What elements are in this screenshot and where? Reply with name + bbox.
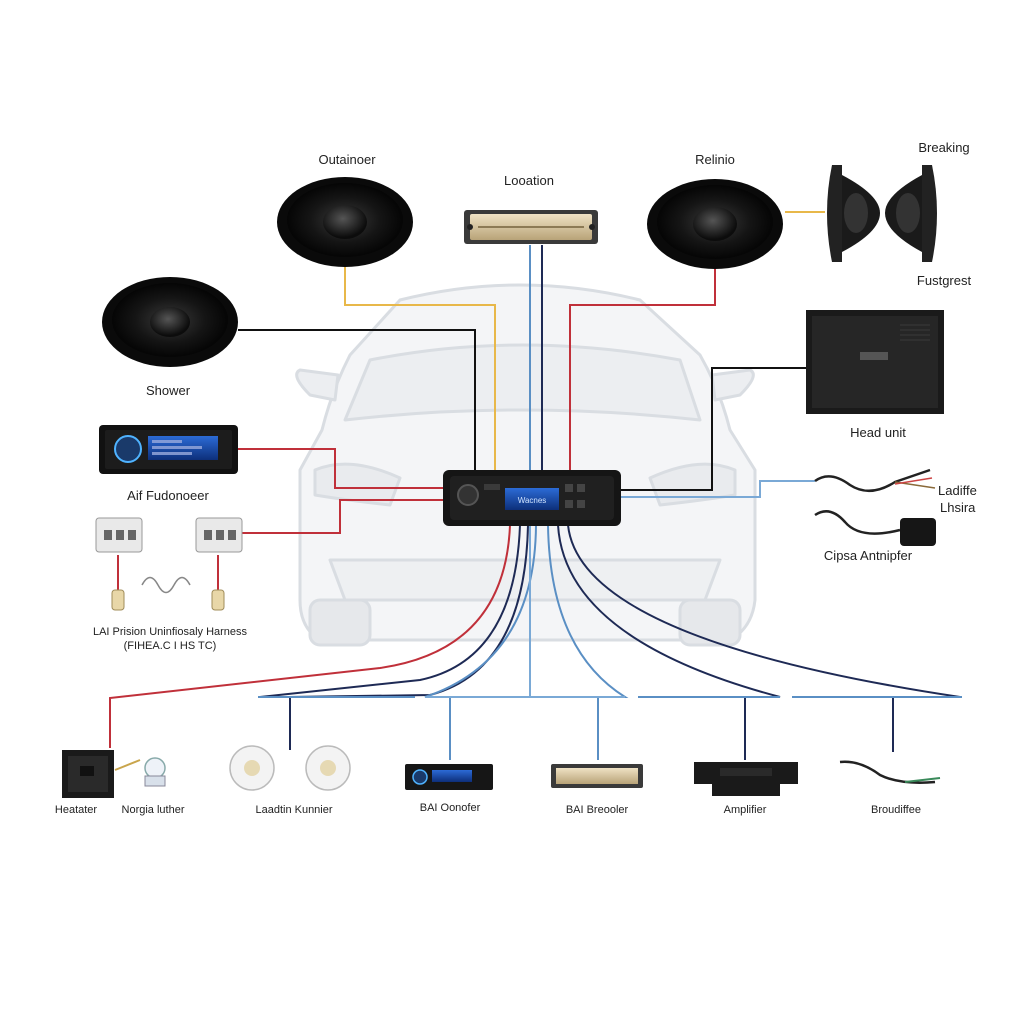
harness-connector-left [95, 517, 143, 553]
head-unit-screen-text: Wacnes [518, 496, 547, 505]
wire-aif-fudonoeer [238, 448, 445, 489]
label-relinio: Relinio [695, 152, 735, 167]
wire-amplifier [557, 524, 781, 760]
speaker-relinio [647, 179, 783, 269]
heatater-box [62, 750, 114, 798]
wire-shower-speaker [238, 329, 476, 480]
speaker-outainoer [277, 177, 413, 267]
ladiffe-cable [814, 468, 936, 492]
wire-ladiffe [620, 480, 815, 498]
cipsa-antnipfer [814, 510, 936, 546]
label-laadtin-kunnier: Laadtin Kunnier [255, 804, 333, 816]
central-head-unit: Wacnes [443, 470, 621, 526]
label-ladiffe: Ladiffe [938, 483, 977, 498]
wire-heatater [109, 524, 511, 748]
bulb-right [211, 555, 225, 611]
label-location: Looation [504, 173, 554, 188]
label-head-unit: Head unit [850, 425, 906, 440]
label-broudiffee: Broudiffee [871, 804, 921, 816]
wire-bundle [109, 211, 962, 760]
label-fustgrest: Fustgrest [916, 273, 972, 288]
speaker-shower [102, 277, 238, 367]
label-aif-fudonoeer: Aif Fudonoeer [127, 488, 209, 503]
broudiffee-cable [839, 760, 941, 784]
bulb-left [111, 555, 125, 611]
wire-bai-breooler [547, 524, 629, 760]
norgia-relay [114, 757, 166, 787]
speaker-breaking [827, 165, 937, 262]
label-heatater: Heatater [54, 804, 98, 816]
aif-fudonoeer-radio [99, 425, 238, 474]
label-amplifier: Amplifier [723, 804, 767, 816]
car-illustration [295, 283, 757, 647]
label-breaking: Breaking [918, 140, 970, 155]
wire-bai-oonofer [424, 524, 537, 760]
bai-oonofer-radio [405, 764, 493, 790]
wire-harness-connector [242, 499, 445, 534]
bai-breooler-connector [551, 764, 643, 788]
harness-connector-right [195, 517, 243, 553]
laadtin-bulb-2 [305, 745, 351, 791]
label-harness-line2: (FIHEA.C I HS TC) [123, 640, 217, 652]
amplifier-block [694, 762, 798, 796]
head-unit-box [806, 310, 944, 414]
label-bai-oonofer: BAI Oonofer [419, 802, 481, 814]
location-connector [464, 210, 598, 244]
wire-head-unit [620, 367, 806, 491]
label-norgia-luther: Norgia luther [121, 804, 185, 816]
wire-norgia [259, 524, 521, 698]
wire-outainoer-speaker [344, 262, 496, 475]
coil-wire [141, 576, 191, 594]
label-harness-line1: LAI Prision Uninfiosaly Harness [92, 626, 248, 638]
label-lhsira: Lhsira [940, 500, 976, 515]
label-cipsa-antnipfer: Cipsa Antnipfer [823, 548, 913, 563]
label-shower: Shower [145, 383, 191, 398]
laadtin-bulb-1 [229, 745, 275, 791]
label-outainoer: Outainoer [318, 152, 376, 167]
label-bai-breooler: BAI Breooler [565, 804, 629, 816]
wire-broudiffee [567, 524, 961, 752]
wire-relinio-speaker [569, 265, 716, 475]
